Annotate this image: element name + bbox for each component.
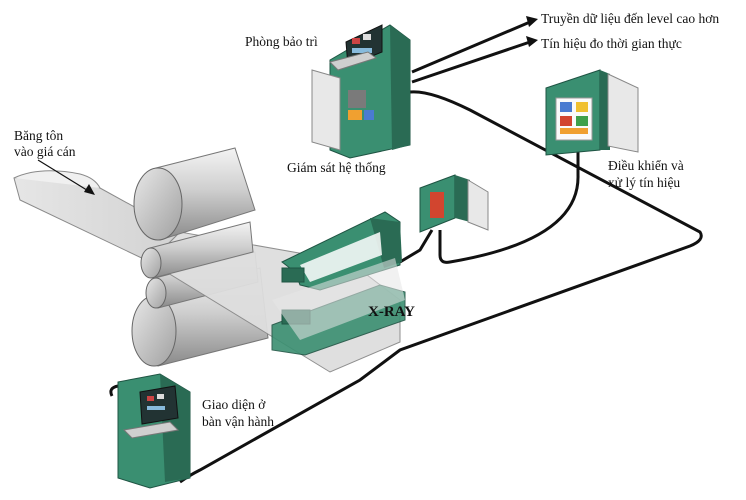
control-cabinet-door [607, 73, 639, 153]
label-control-line1: Điều khiển và [608, 158, 684, 173]
roll-top-back [133, 147, 256, 241]
label-xray: X-RAY [368, 304, 415, 320]
strip-pointer [37, 159, 91, 193]
xray-frame-side [370, 218, 402, 268]
xray-gauge [271, 211, 406, 356]
label-realtime-signal: Tín hiệu đo thời gian thực [541, 36, 682, 51]
xray-box-door [467, 179, 489, 231]
cable-monitor-to-operator [179, 90, 703, 484]
cable-upstream [411, 20, 531, 74]
xray-junction-box [419, 174, 489, 233]
roll-top-work [140, 221, 254, 279]
label-strip-line2: vào giá cán [14, 144, 76, 159]
label-operator-line1: Giao diện ở [202, 397, 266, 412]
cable-control-to-xray-box [438, 150, 580, 264]
cable-realtime [411, 40, 531, 84]
xray-emitter-top [281, 267, 305, 283]
label-system-monitoring: Giám sát hệ thống [287, 160, 386, 175]
console-screen [139, 385, 179, 425]
console-keyboard [122, 421, 180, 439]
monitoring-cabinet-door [311, 69, 341, 151]
control-cabinet [545, 69, 639, 156]
monitor-keyboard [329, 51, 378, 71]
arrowheads [526, 16, 538, 47]
label-maintenance-room: Phòng bảo trì [245, 34, 318, 49]
operator-console [117, 373, 191, 489]
label-strip-line1: Băng tôn [14, 128, 64, 143]
label-data-upstream: Truyền dữ liệu đến level cao hơn [541, 11, 720, 26]
arrow-realtime [526, 36, 538, 47]
xray-frame-inner [300, 232, 382, 282]
monitoring-cabinet [311, 24, 411, 159]
cable-xray-to-box [399, 229, 434, 264]
label-operator-line2: bàn vận hành [202, 414, 274, 429]
xray-beam-strip [272, 258, 405, 340]
strip-pointer-head [84, 184, 95, 195]
arrow-upstream [526, 16, 538, 27]
strip-curl [13, 170, 101, 189]
label-control-line2: xử lý tín hiệu [608, 175, 681, 190]
